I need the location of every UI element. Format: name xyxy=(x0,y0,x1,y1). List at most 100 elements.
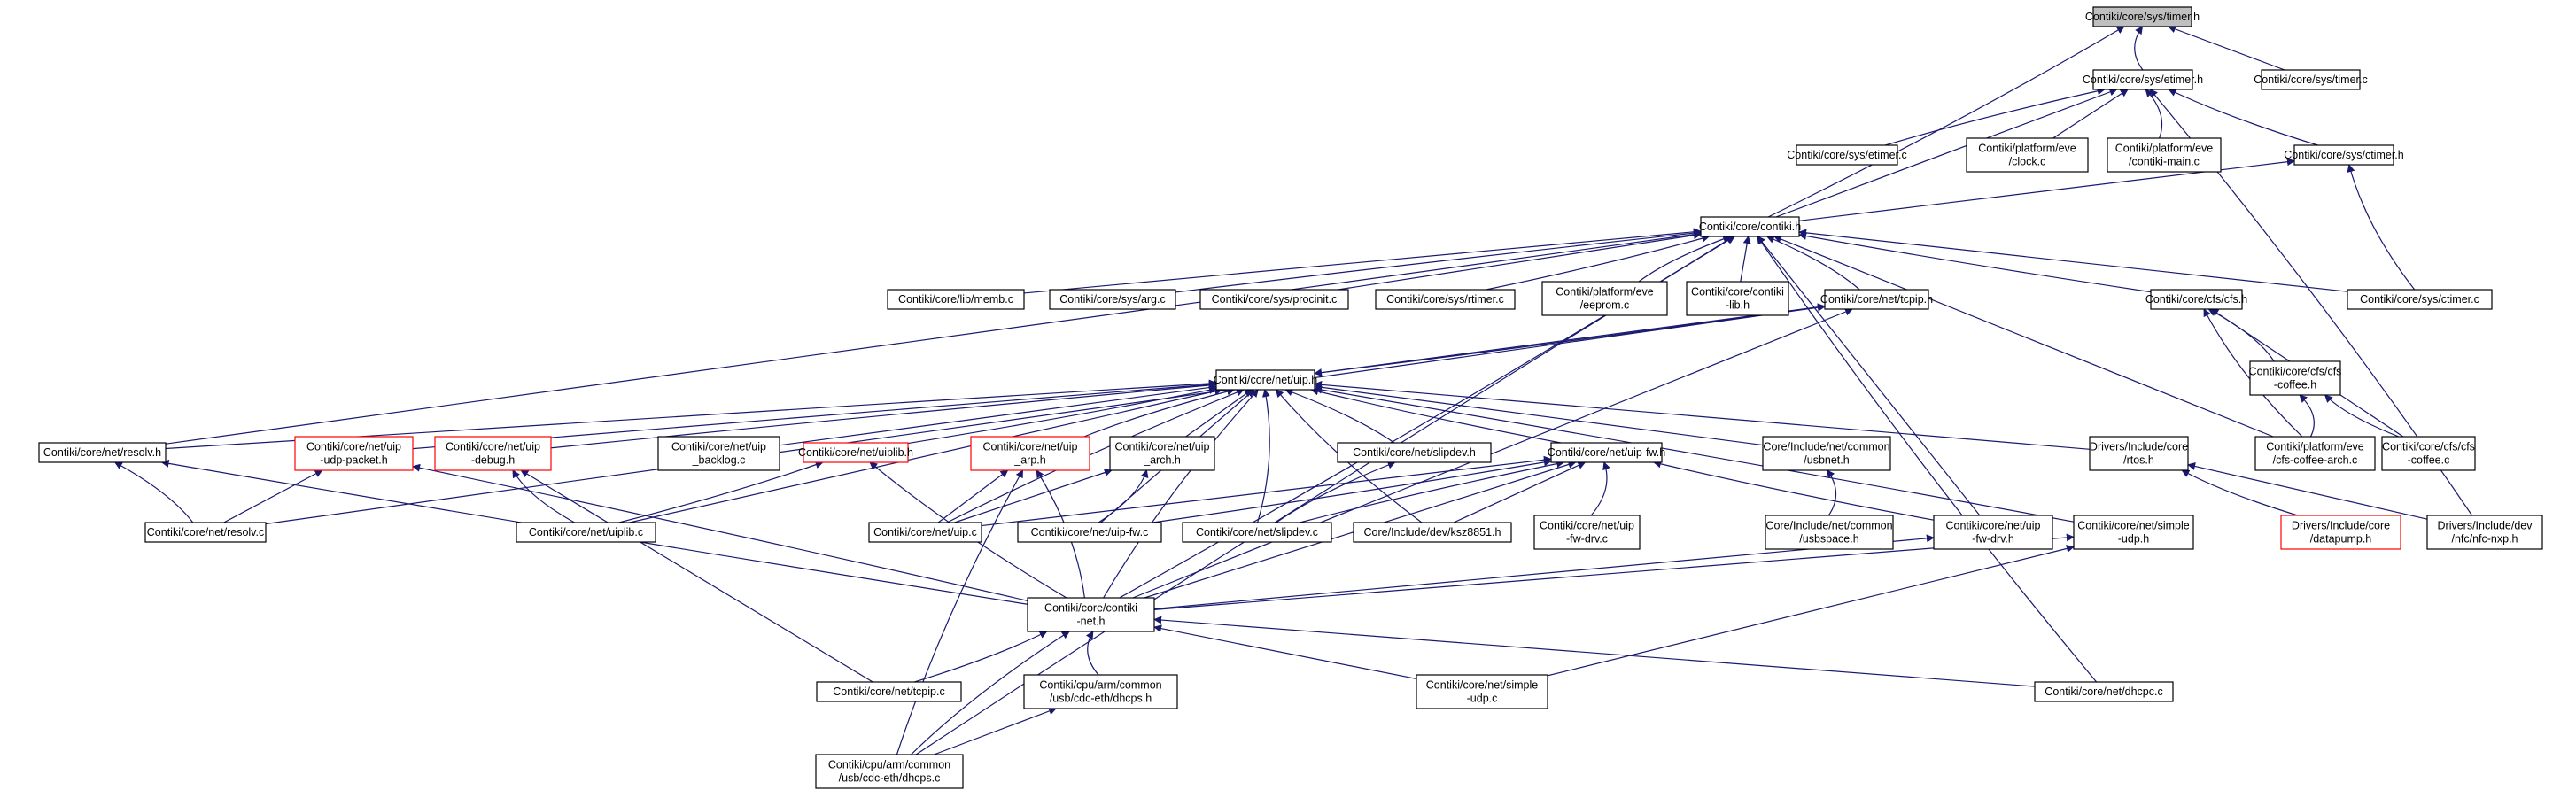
node-box xyxy=(1686,281,1789,316)
node-uip-fw-drv-h[interactable]: Contiki/core/net/uip-fw-drv.h xyxy=(1933,515,2053,550)
node-box xyxy=(1824,289,1929,310)
node-tcpip-h[interactable]: Contiki/core/net/tcpip.h xyxy=(1820,289,1933,310)
node-label: Contiki/core/sys/etimer.h xyxy=(2083,74,2203,86)
node-resolv-h[interactable]: Contiki/core/net/resolv.h xyxy=(38,442,167,463)
node-label: Contiki/core/sys/etimer.c xyxy=(1787,149,1906,161)
node-eve-clock[interactable]: Contiki/platform/eve/clock.c xyxy=(1966,137,2089,173)
node-uip-debug[interactable]: Contiki/core/net/uip-debug.h xyxy=(434,436,552,471)
node-procinit-c[interactable]: Contiki/core/sys/procinit.c xyxy=(1199,289,1349,310)
edge-uip_fw_drv_h-to-contiki_h xyxy=(1757,236,1981,516)
node-box xyxy=(1027,597,1155,632)
node-usbspace[interactable]: Core/Include/net/common/usbspace.h xyxy=(1765,515,1894,550)
node-timer-c[interactable]: Contiki/core/sys/timer.c xyxy=(2254,69,2368,90)
node-uip-c[interactable]: Contiki/core/net/uip.c xyxy=(868,522,982,543)
node-ctimer-h[interactable]: Contiki/core/sys/ctimer.h xyxy=(2284,144,2404,166)
edge-uip_fw_c-to-uip_fw_h xyxy=(1152,458,1552,523)
node-label: Contiki/core/lib/memb.c xyxy=(898,293,1013,306)
edge-tcpip_c-to-uip_debug xyxy=(520,469,873,683)
node-box xyxy=(2034,681,2174,702)
edge-dhcps_c-to-uip_arp xyxy=(896,469,1024,755)
node-usbnet-h[interactable]: Core/Include/net/common/usbnet.h xyxy=(1762,436,1891,471)
node-datapump[interactable]: Drivers/Include/core/datapump.h xyxy=(2280,515,2401,550)
node-label: Drivers/Include/core xyxy=(2090,441,2188,453)
node-slipdev-c[interactable]: Contiki/core/net/slipdev.c xyxy=(1182,522,1332,543)
node-label: _backlog.c xyxy=(692,454,746,467)
node-label: Core/Include/dev/ksz8851.h xyxy=(1364,526,1501,538)
node-timer-h[interactable]: Contiki/core/sys/timer.h xyxy=(2085,6,2200,27)
node-simple-udp-c[interactable]: Contiki/core/net/simple-udp.c xyxy=(1416,674,1548,709)
node-rtimer-c[interactable]: Contiki/core/sys/rtimer.c xyxy=(1375,289,1516,310)
node-resolv-c[interactable]: Contiki/core/net/resolv.c xyxy=(144,522,267,543)
node-cfs-coffee-c[interactable]: Contiki/core/cfs/cfs-coffee.c xyxy=(2381,436,2476,471)
edge-tcpip_c-to-contiki_net xyxy=(914,631,1048,683)
node-dhcpc-c[interactable]: Contiki/core/net/dhcpc.c xyxy=(2034,681,2174,702)
node-uip-fw-c[interactable]: Contiki/core/net/uip-fw.c xyxy=(1017,522,1162,543)
node-etimer-c[interactable]: Contiki/core/sys/etimer.c xyxy=(1787,144,1907,166)
edge-uip_arch-to-uip_h xyxy=(1185,389,1253,438)
node-cfs-h[interactable]: Contiki/core/cfs/cfs.h xyxy=(2145,289,2247,310)
edge-dhcps_c-to-dhcps_h xyxy=(934,707,1057,755)
node-uiplib-h[interactable]: Contiki/core/net/uiplib.h xyxy=(798,442,913,463)
node-box xyxy=(1765,515,1894,550)
node-uip-arp[interactable]: Contiki/core/net/uip_arp.h xyxy=(970,436,1090,471)
node-box xyxy=(2280,515,2401,550)
node-nfc-nxp[interactable]: Drivers/Include/dev/nfc/nfc-nxp.h xyxy=(2426,515,2543,550)
node-uip-h[interactable]: Contiki/core/net/uip.h xyxy=(1214,369,1317,391)
edge-tcpip_h-to-uip_h xyxy=(1314,306,1826,377)
node-rtos-h[interactable]: Drivers/Include/core/rtos.h xyxy=(2089,436,2189,471)
node-contiki-lib[interactable]: Contiki/core/contiki-lib.h xyxy=(1686,281,1789,316)
node-memb-c[interactable]: Contiki/core/lib/memb.c xyxy=(887,289,1025,310)
node-contiki-net[interactable]: Contiki/core/contiki-net.h xyxy=(1027,597,1155,632)
node-label: Contiki/core/net/uip xyxy=(306,441,401,453)
node-eve-main[interactable]: Contiki/platform/eve/contiki-main.c xyxy=(2107,137,2222,173)
nodes-layer: Contiki/core/sys/timer.hContiki/core/sys… xyxy=(38,6,2543,789)
node-uip-backlog[interactable]: Contiki/core/net/uip_backlog.c xyxy=(657,436,780,471)
node-box xyxy=(1023,674,1178,709)
node-ksz8851[interactable]: Core/Include/dev/ksz8851.h xyxy=(1353,522,1512,543)
node-label: Drivers/Include/core xyxy=(2292,520,2390,532)
node-label: Contiki/core/net/simple xyxy=(1426,679,1538,692)
node-label: Contiki/core/contiki.h xyxy=(1699,221,1801,233)
node-label: Contiki/core/net/uiplib.h xyxy=(798,446,913,459)
edge-uip_c-to-uip_arp xyxy=(937,469,1009,523)
node-eeprom-c[interactable]: Contiki/platform/eve/eeprom.c xyxy=(1541,281,1668,316)
node-slipdev-h[interactable]: Contiki/core/net/slipdev.h xyxy=(1337,442,1492,463)
node-box xyxy=(803,442,909,463)
node-label: /datapump.h xyxy=(2310,533,2372,546)
edges-layer xyxy=(113,25,2473,755)
node-label: Contiki/core/net/tcpip.c xyxy=(833,686,944,698)
node-label: Contiki/core/net/slipdev.h xyxy=(1353,446,1476,459)
node-eve-coffee-arch[interactable]: Contiki/platform/eve/cfs-coffee-arch.c xyxy=(2254,436,2376,471)
node-label: Contiki/cpu/arm/common xyxy=(1039,679,1161,692)
edge-uiplib_c-to-uip_debug xyxy=(512,469,575,523)
node-label: Contiki/core/net/uiplib.c xyxy=(529,526,643,538)
node-uip-fw-h[interactable]: Contiki/core/net/uip-fw.h xyxy=(1548,442,1665,463)
node-simple-udp-h[interactable]: Contiki/core/net/simple-udp.h xyxy=(2073,515,2194,550)
edge-usbnet_h-to-uip_h xyxy=(1314,383,1764,446)
node-label: /eeprom.c xyxy=(1580,299,1630,312)
node-tcpip-c[interactable]: Contiki/core/net/tcpip.c xyxy=(816,681,962,702)
node-label: Contiki/core/contiki xyxy=(1044,602,1137,615)
node-uip-udp-packet[interactable]: Contiki/core/net/uip-udp-packet.h xyxy=(294,436,414,471)
edge-contiki_h-to-timer_h xyxy=(1767,26,2125,218)
node-label: -fw-drv.h xyxy=(1972,533,2014,546)
node-label: -coffee.h xyxy=(2274,379,2316,391)
edge-slipdev_c-to-uip_h xyxy=(1257,389,1270,523)
edge-resolv_c-to-uip_udp_packet xyxy=(223,469,323,523)
node-uip-arch[interactable]: Contiki/core/net/uip_arch.h xyxy=(1109,436,1215,471)
node-cfs-coffee-h[interactable]: Contiki/core/cfs/cfs-coffee.h xyxy=(2249,360,2342,396)
node-dhcps-h[interactable]: Contiki/cpu/arm/common/usb/cdc-eth/dhcps… xyxy=(1023,674,1178,709)
node-label: Contiki/core/net/uip xyxy=(1540,520,1634,532)
node-uiplib-c[interactable]: Contiki/core/net/uiplib.c xyxy=(516,522,656,543)
node-contiki-h[interactable]: Contiki/core/contiki.h xyxy=(1699,216,1801,237)
node-dhcps-c[interactable]: Contiki/cpu/arm/common/usb/cdc-eth/dhcps… xyxy=(815,754,964,789)
node-box xyxy=(1353,522,1512,543)
node-box xyxy=(2150,289,2243,310)
edge-simple_udp_c-to-contiki_net xyxy=(1153,624,1417,680)
node-label: Contiki/platform/eve xyxy=(1556,286,1654,298)
node-arg-c[interactable]: Contiki/core/sys/arg.c xyxy=(1049,289,1176,310)
node-ctimer-c[interactable]: Contiki/core/sys/ctimer.c xyxy=(2347,289,2493,310)
node-etimer-h[interactable]: Contiki/core/sys/etimer.h xyxy=(2083,69,2203,90)
node-uip-fw-drv-c[interactable]: Contiki/core/net/uip-fw-drv.c xyxy=(1533,515,1641,550)
edge-simple_udp_h-to-uip_h xyxy=(1314,385,2075,523)
